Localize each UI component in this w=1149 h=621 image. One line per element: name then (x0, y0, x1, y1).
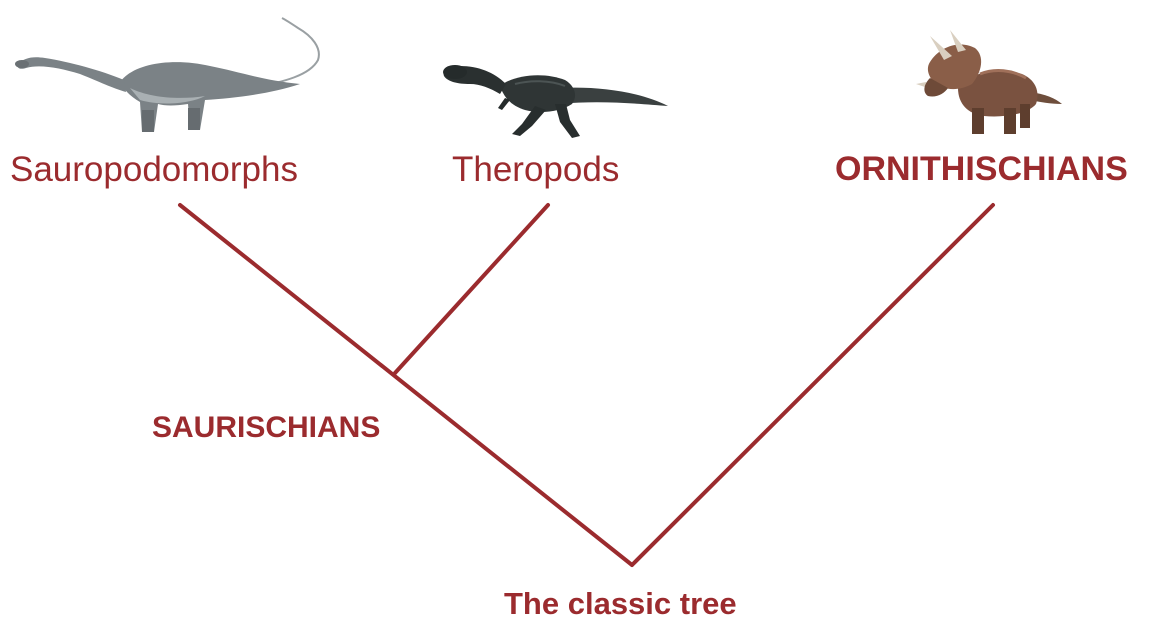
taxon-label-ornithischians: ORNITHISCHIANS (835, 152, 1128, 186)
branch-sauropodomorphs (180, 205, 632, 565)
taxon-label-sauropodomorphs: Sauropodomorphs (10, 152, 298, 187)
branch-ornithischians (632, 205, 993, 565)
theropod-dinosaur-icon (443, 65, 668, 138)
diagram-title: The classic tree (504, 588, 737, 619)
taxon-label-theropods: Theropods (452, 152, 619, 187)
tree-branches (180, 205, 993, 565)
branch-theropods (395, 205, 548, 373)
clade-label-saurischians: SAURISCHIANS (152, 413, 380, 443)
triceratops-dinosaur-icon (916, 30, 1062, 134)
sauropod-dinosaur-icon (15, 18, 319, 132)
